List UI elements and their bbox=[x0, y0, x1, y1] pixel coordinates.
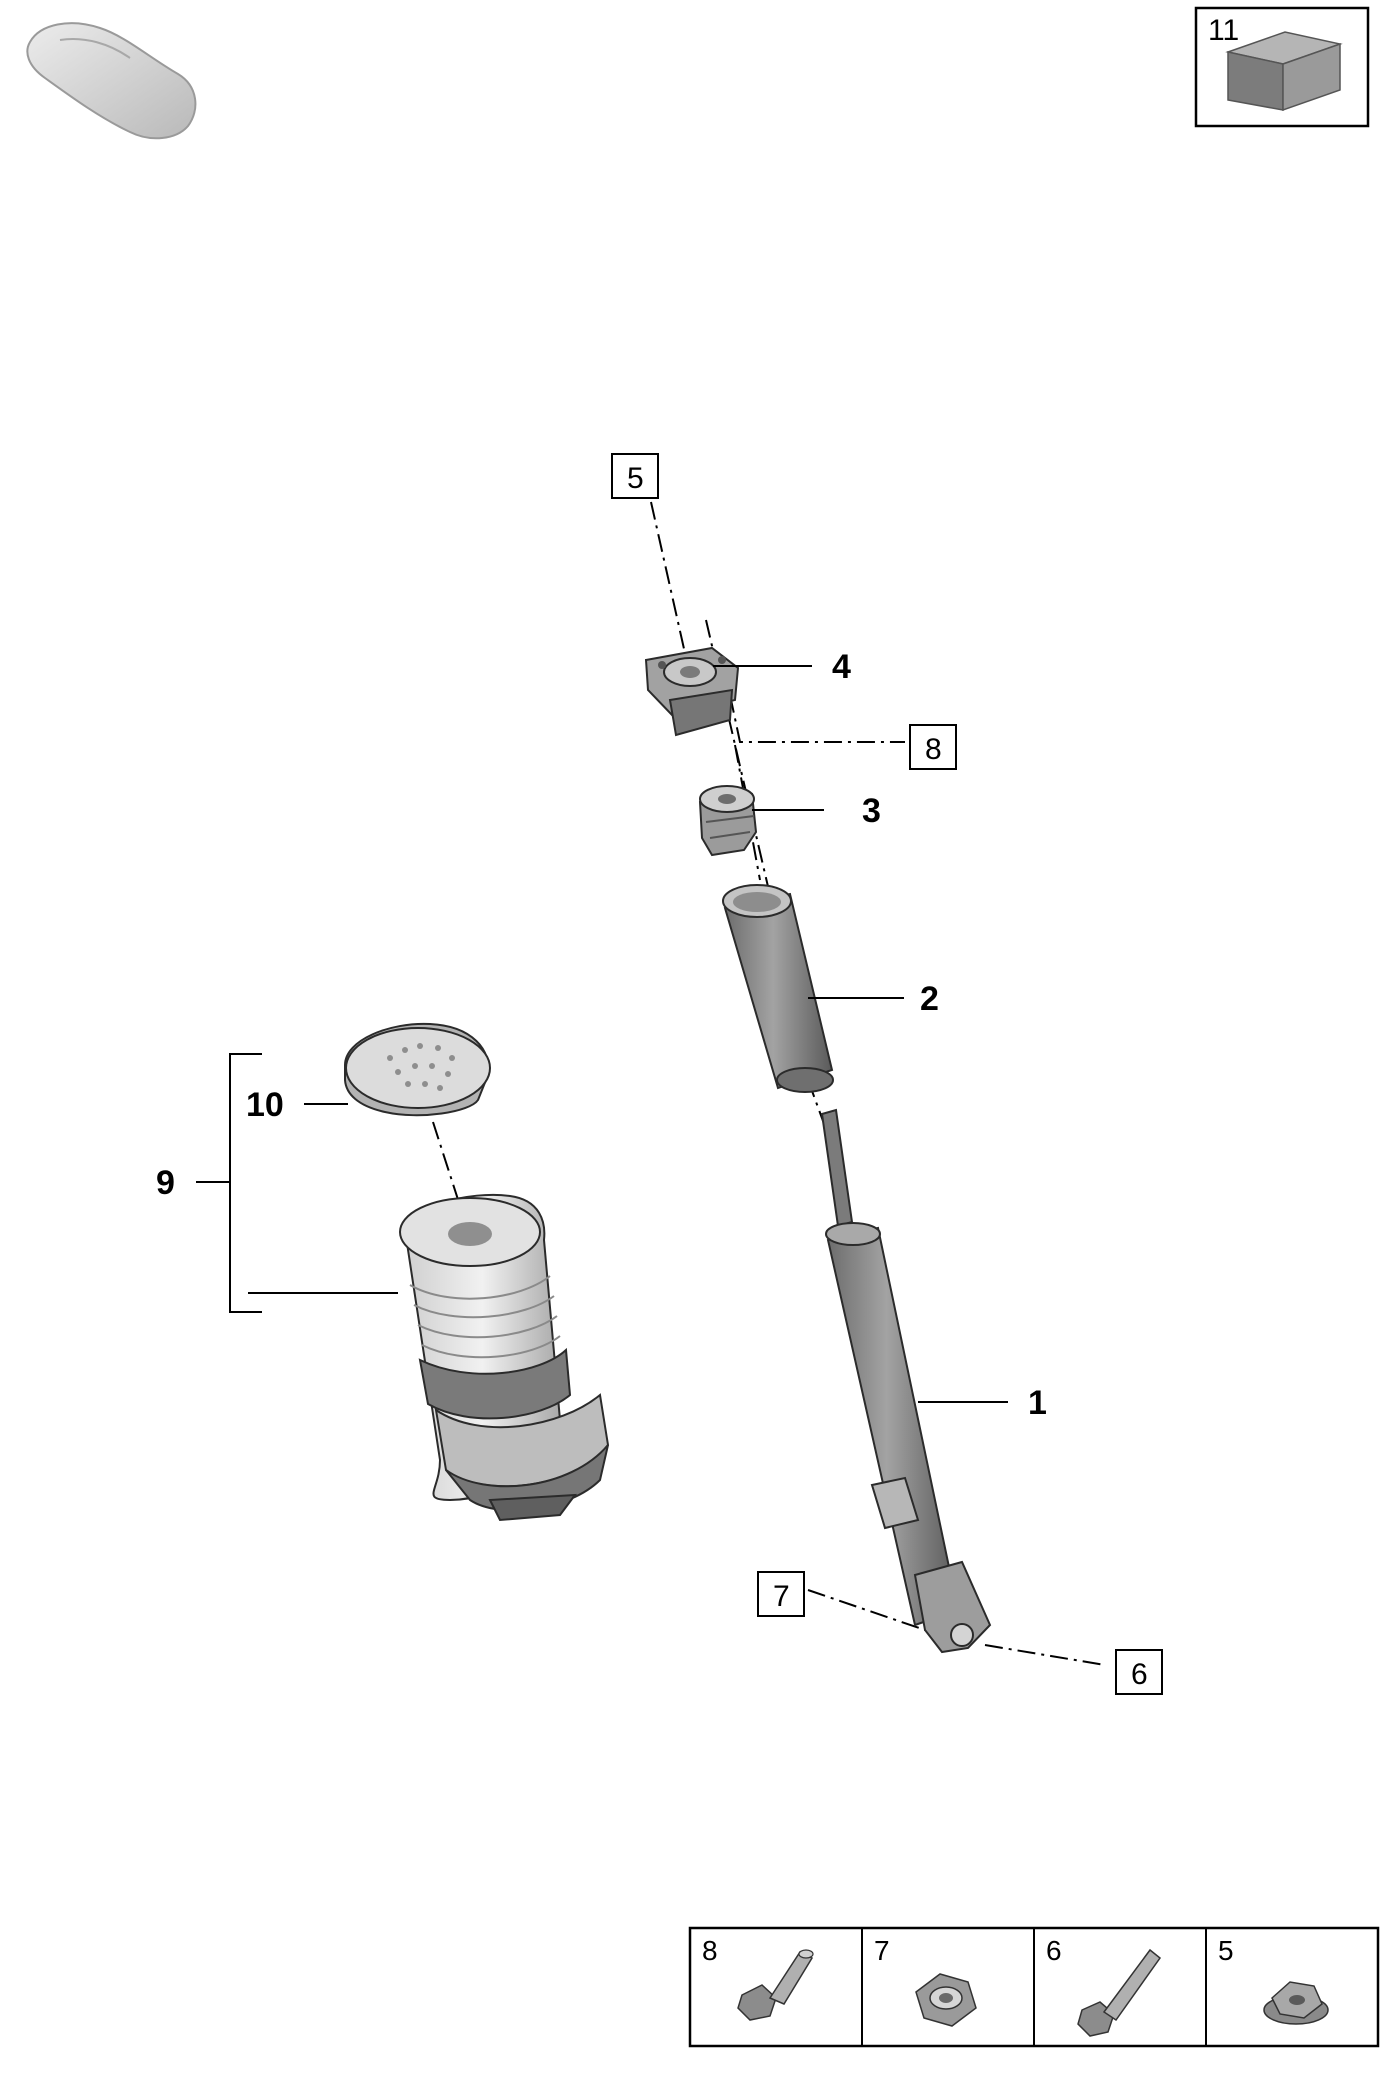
legend-number-7: 7 bbox=[874, 1935, 890, 1966]
cover-plate-part-10[interactable] bbox=[344, 1022, 491, 1117]
callout-ref-8[interactable]: 8 bbox=[909, 724, 957, 770]
flange-bolt-icon bbox=[737, 1949, 814, 2021]
legend-cell-6[interactable]: 6 bbox=[1046, 1935, 1162, 2037]
callout-ref-8-number: 8 bbox=[925, 733, 942, 766]
leader-lines bbox=[304, 665, 1008, 1403]
bump-stop-part-3[interactable] bbox=[698, 785, 758, 857]
callout-part-10: 10 bbox=[246, 1086, 284, 1124]
protective-tube-part-2[interactable] bbox=[722, 884, 834, 1093]
legend-number-5: 5 bbox=[1218, 1935, 1234, 1966]
top-mount-part-4[interactable] bbox=[644, 646, 740, 737]
callout-part-2: 2 bbox=[920, 980, 939, 1018]
part-11-number: 11 bbox=[1208, 14, 1239, 47]
legend-number-6: 6 bbox=[1046, 1935, 1062, 1966]
callout-ref-5-number: 5 bbox=[627, 462, 644, 495]
legend-cell-5[interactable]: 5 bbox=[1218, 1935, 1329, 2025]
part-11-reference-box[interactable]: 11 bbox=[1194, 6, 1370, 128]
callout-ref-6-number: 6 bbox=[1131, 1658, 1148, 1691]
legend-cell-7[interactable]: 7 bbox=[874, 1935, 977, 2027]
air-spring-part-9[interactable] bbox=[399, 1193, 610, 1522]
callout-part-3: 3 bbox=[862, 792, 881, 830]
hex-nut-icon bbox=[915, 1973, 977, 2027]
callout-ref-6[interactable]: 6 bbox=[1115, 1649, 1163, 1695]
callout-ref-7[interactable]: 7 bbox=[757, 1571, 805, 1617]
shock-absorber-part-1[interactable] bbox=[820, 1108, 992, 1654]
long-bolt-icon bbox=[1077, 1948, 1162, 2037]
flange-nut-icon bbox=[1263, 1981, 1329, 2025]
callout-part-1: 1 bbox=[1028, 1384, 1047, 1422]
callout-ref-7-number: 7 bbox=[773, 1580, 790, 1613]
assembly-bracket-9 bbox=[196, 1053, 398, 1313]
legend-number-8: 8 bbox=[702, 1935, 718, 1966]
callout-part-4: 4 bbox=[832, 648, 851, 686]
block-icon bbox=[1225, 31, 1343, 112]
callout-ref-5[interactable]: 5 bbox=[611, 453, 659, 499]
legend-cell-8[interactable]: 8 bbox=[702, 1935, 814, 2021]
car-silhouette-icon bbox=[26, 22, 197, 140]
callout-part-9: 9 bbox=[156, 1164, 175, 1202]
fastener-legend: 8 7 6 5 bbox=[688, 1926, 1380, 2048]
